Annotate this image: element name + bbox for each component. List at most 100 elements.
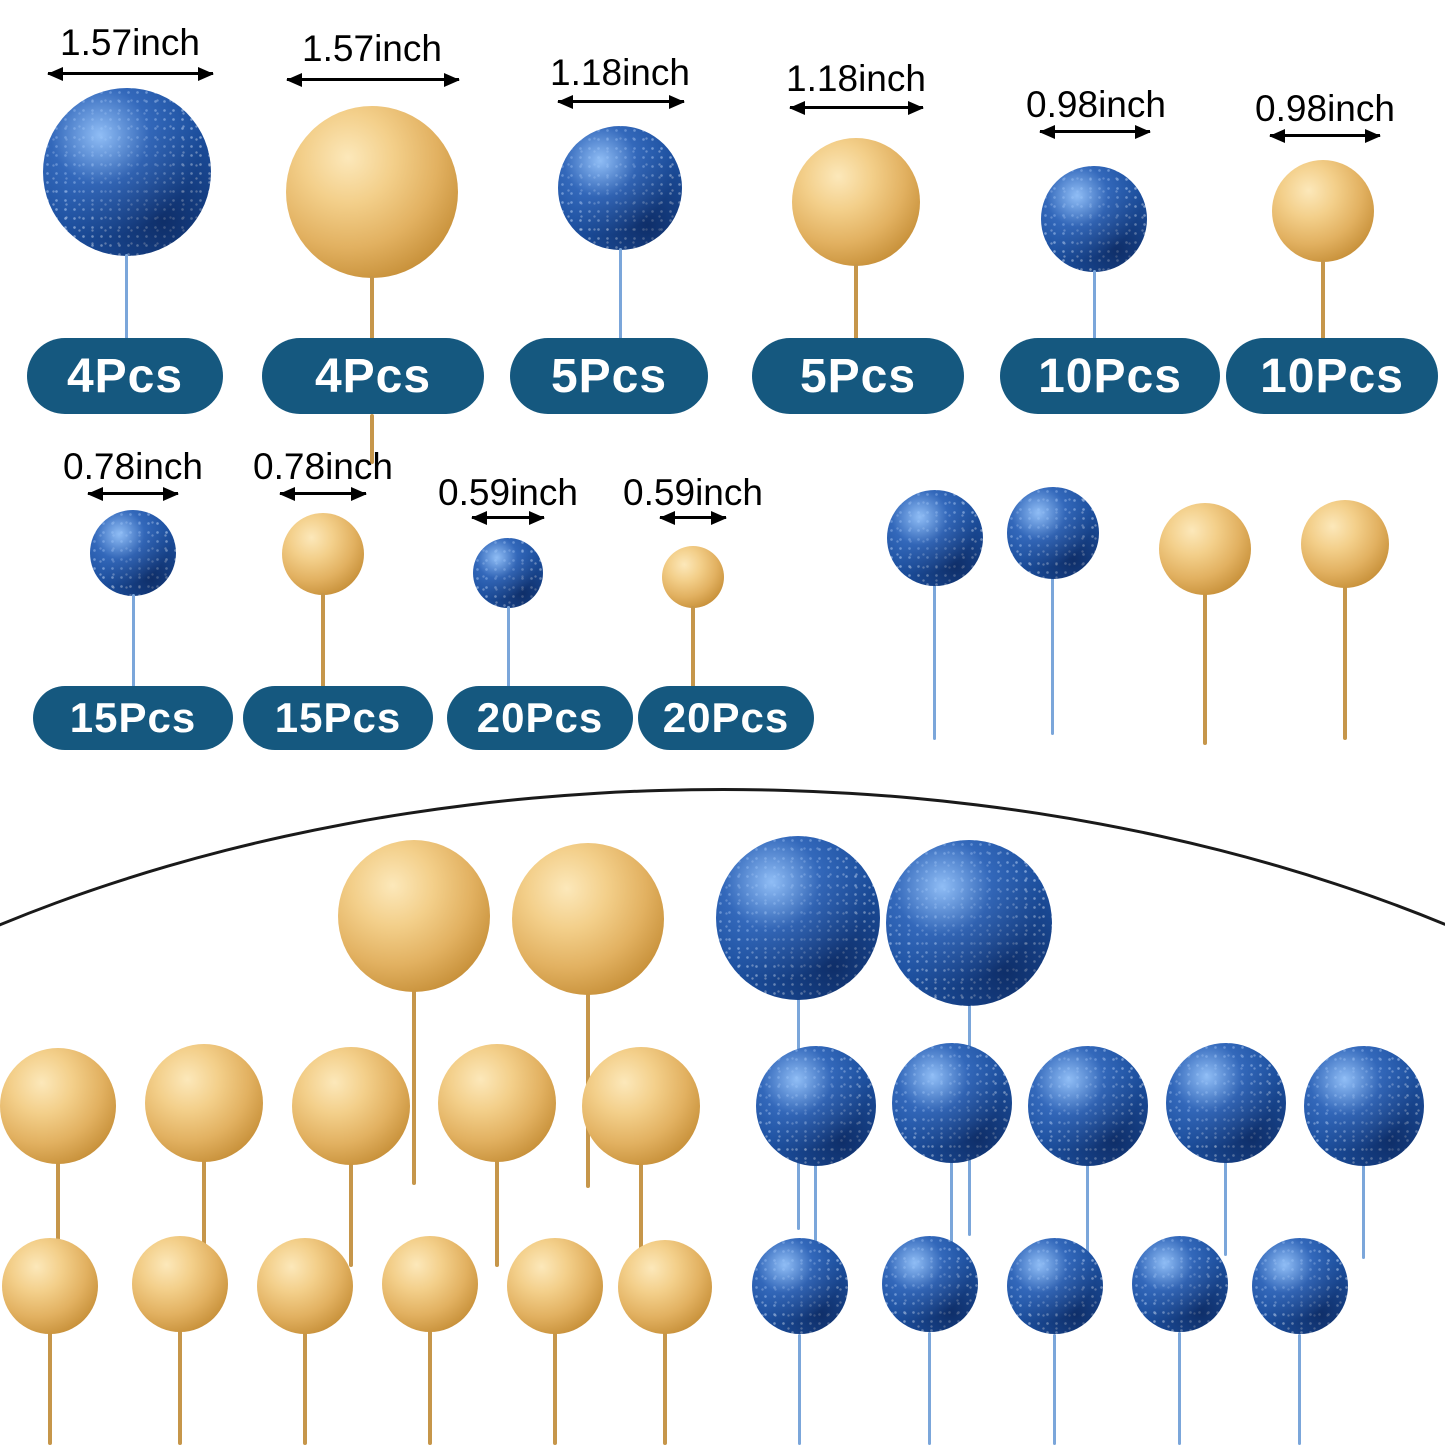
gold-ball [0,1048,116,1164]
ball-stick [1053,1334,1056,1445]
gold-ball [512,843,664,995]
gold-ball [2,1238,98,1334]
blue-glitter-ball [558,126,682,250]
blue-glitter-ball [1166,1043,1286,1163]
ball-stick [1224,1161,1227,1256]
blue-glitter-ball [887,490,983,586]
size-label: 1.57inch [302,28,442,69]
ball-stick [1086,1164,1089,1259]
gold-ball [792,138,920,266]
ball-stick [125,254,128,340]
ball-stick [663,1332,667,1445]
ball-stick [370,276,374,340]
width-arrow-icon [659,511,727,525]
count-badge: 4Pcs [27,338,223,414]
size-label: 0.78inch [253,446,393,487]
gold-ball [286,106,458,278]
blue-glitter-ball [1028,1046,1148,1166]
width-arrow-icon [47,67,214,81]
ball-stick [1321,260,1325,340]
ball-stick [691,606,695,688]
blue-glitter-ball [43,88,211,256]
ball-stick [349,1163,353,1267]
blue-glitter-ball [90,510,176,596]
ball-stick [1178,1332,1181,1445]
gold-ball [438,1044,556,1162]
width-arrow-icon [557,95,685,109]
width-arrow-icon [1039,125,1151,139]
ball-stick [814,1164,817,1259]
ball-stick [132,594,135,688]
ball-stick [619,248,622,340]
ball-stick [1203,593,1207,745]
gold-ball [507,1238,603,1334]
blue-glitter-ball [1252,1238,1348,1334]
blue-glitter-ball [1007,487,1099,579]
ball-stick [1093,270,1096,340]
ball-stick [1298,1334,1301,1445]
blue-glitter-ball [1041,166,1147,272]
count-badge: 5Pcs [752,338,964,414]
gold-ball [257,1238,353,1334]
count-badge: 15Pcs [33,686,233,750]
width-arrow-icon [789,101,924,115]
size-label: 0.59inch [438,472,578,513]
cake-dome-outline [0,788,1445,1445]
ball-stick [428,1330,432,1445]
blue-glitter-ball [1304,1046,1424,1166]
gold-ball [282,513,364,595]
ball-stick [495,1160,499,1267]
count-badge: 10Pcs [1226,338,1438,414]
blue-glitter-ball [756,1046,876,1166]
gold-ball [382,1236,478,1332]
count-badge: 15Pcs [243,686,433,750]
ball-stick [202,1160,206,1267]
ball-stick [178,1330,182,1445]
count-badge: 5Pcs [510,338,708,414]
blue-glitter-ball [1007,1238,1103,1334]
gold-ball [1159,503,1251,595]
count-badge: 4Pcs [262,338,484,414]
blue-glitter-ball [1132,1236,1228,1332]
ball-stick [950,1161,953,1256]
gold-ball [1301,500,1389,588]
gold-ball [338,840,490,992]
width-arrow-icon [279,487,367,501]
width-arrow-icon [286,73,460,87]
count-badge: 10Pcs [1000,338,1220,414]
gold-ball [292,1047,410,1165]
width-arrow-icon [1269,129,1381,143]
ball-stick [412,990,416,1185]
size-label: 0.98inch [1026,84,1166,125]
size-label: 0.78inch [63,446,203,487]
gold-ball [582,1047,700,1165]
ball-stick [370,414,374,464]
ball-stick [854,264,858,340]
ball-stick [303,1332,307,1445]
blue-glitter-ball [473,538,543,608]
gold-ball [1272,160,1374,262]
width-arrow-icon [87,487,179,501]
gold-ball [145,1044,263,1162]
gold-ball [662,546,724,608]
blue-glitter-ball [892,1043,1012,1163]
ball-stick [1051,577,1054,735]
ball-stick [321,593,325,688]
width-arrow-icon [471,511,545,525]
size-label: 0.59inch [623,472,763,513]
ball-stick [553,1332,557,1445]
ball-stick [928,1332,931,1445]
ball-stick [507,606,510,688]
size-label: 1.18inch [786,58,926,99]
ball-stick [1362,1164,1365,1259]
ball-stick [48,1332,52,1445]
count-badge: 20Pcs [638,686,814,750]
gold-ball [132,1236,228,1332]
blue-glitter-ball [886,840,1052,1006]
ball-stick [933,584,936,740]
